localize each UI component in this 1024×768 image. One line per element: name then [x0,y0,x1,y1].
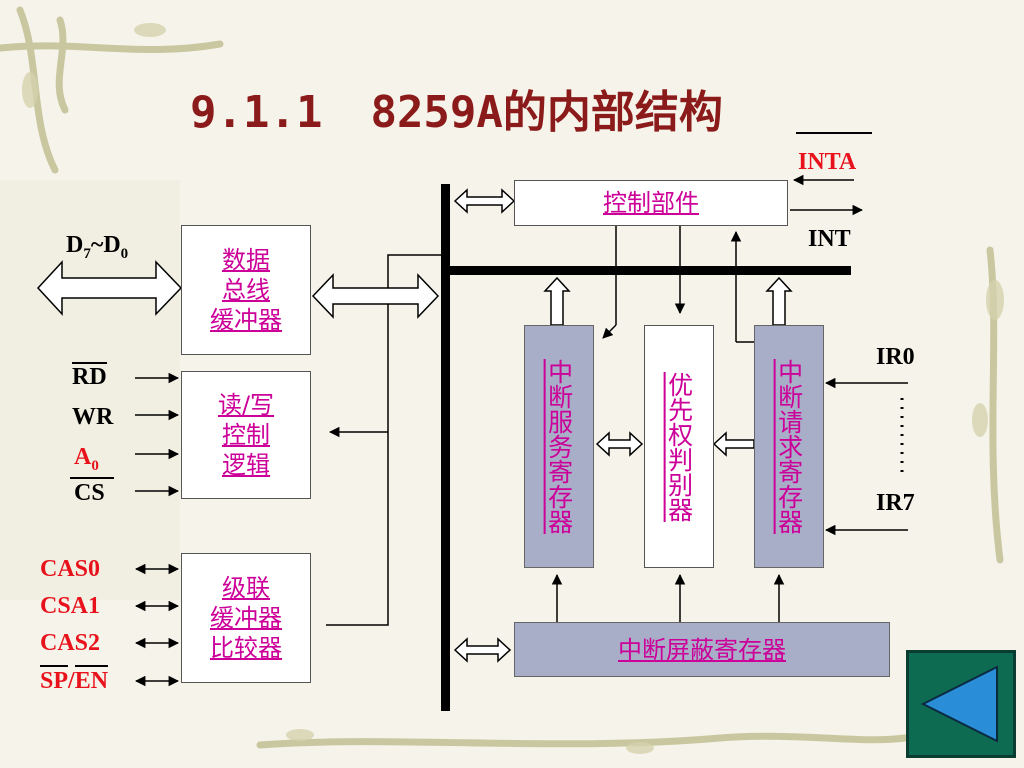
back-triangle-icon [920,665,998,743]
irr-priority-arrow [712,431,755,457]
back-navigation-button[interactable] [906,650,1016,758]
buffer-bus-double-arrow [311,273,440,319]
in-service-register-label: 中断服务寄存器 [544,359,574,534]
data-bus-sub-low: 0 [120,245,129,262]
rw-control-logic-block: 读/写 控制 逻辑 [181,371,311,499]
wr-signal-label: WR [72,404,114,430]
isr-up-arrow [543,276,571,326]
csa1-signal-label: CSA1 [40,593,101,619]
control-unit-block: 控制部件 [514,180,788,226]
a0-sub: 0 [91,457,99,474]
sp-en-separator: / [68,668,75,694]
internal-bus-horizontal [450,266,851,275]
interrupt-request-register-block: 中断请求寄存器 [754,325,824,568]
cas2-signal-label: CAS2 [40,630,101,656]
cascade-buffer-block: 级联 缓冲器 比较器 [181,553,311,683]
internal-bus-vertical [441,184,450,711]
cascade-buffer-label: 级联 缓冲器 比较器 [210,574,282,662]
data-bus-signal-label: D7~D0 [66,233,128,262]
data-bus-separator: ~D [90,232,121,258]
a0-signal-label: A0 [74,445,99,474]
background-wash [0,180,180,600]
cs-signal-label: CS [74,480,105,506]
inta-overline [796,132,872,134]
page-title: 9.1.1 8259A的内部结构 [190,76,723,140]
wires [134,174,908,687]
priority-resolver-label: 优先权判别器 [664,371,694,522]
data-bus-buffer-block: 数据 总线 缓冲器 [181,225,311,355]
cas0-signal-label: CAS0 [40,556,101,582]
data-bus-d: D [66,232,84,258]
a0-main: A [74,444,92,470]
interrupt-mask-register-block: 中断屏蔽寄存器 [514,622,890,677]
priority-resolver-block: 优先权判别器 [644,325,714,568]
ir7-signal-label: IR7 [876,490,915,516]
control-unit-label: 控制部件 [603,189,699,217]
mask-bus-double-arrow [453,637,512,663]
data-bus-sub-high: 7 [83,245,91,262]
sp-en-signal-label: SP/EN [40,665,109,694]
sp-label: SP [40,665,69,694]
rw-control-logic-label: 读/写 控制 逻辑 [217,391,275,479]
interrupt-mask-register-label: 中断屏蔽寄存器 [618,635,786,664]
title-text: 8259A的内部结构 [370,87,723,138]
isr-priority-double-arrow [595,431,644,457]
vine-leaves [22,23,1004,754]
rd-signal-label: RD [72,362,107,390]
irr-up-arrow [765,276,793,326]
en-label: EN [74,665,109,694]
control-bus-double-arrow [453,188,516,214]
interrupt-request-register-label: 中断请求寄存器 [774,359,804,534]
cs-overline [70,477,114,479]
data-bus-buffer-label: 数据 总线 缓冲器 [210,246,282,334]
title-number: 9.1.1 [190,87,323,138]
inta-signal-label: INTA [798,149,857,175]
in-service-register-block: 中断服务寄存器 [524,325,594,568]
int-signal-label: INT [808,226,851,252]
ir0-signal-label: IR0 [876,344,915,370]
